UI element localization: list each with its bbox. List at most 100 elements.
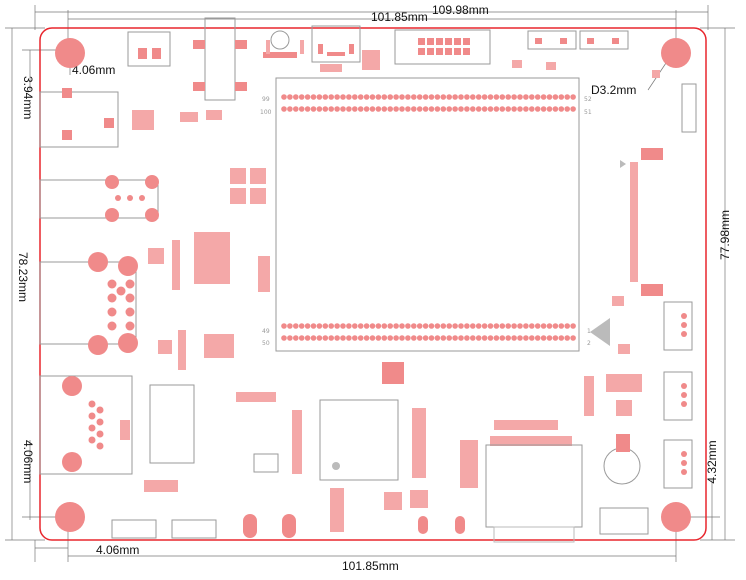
header-pin	[529, 106, 535, 112]
smd-component	[584, 376, 594, 416]
header-pin	[287, 323, 293, 329]
header-pin	[511, 94, 517, 100]
header-pin	[505, 323, 512, 329]
smd-component	[606, 374, 642, 392]
header-pin	[464, 335, 470, 341]
header-pin	[487, 323, 494, 329]
header-pin	[422, 335, 429, 341]
header-pin	[564, 323, 570, 329]
header-pin	[399, 335, 405, 341]
header-pin	[281, 323, 287, 329]
left-connectors	[39, 88, 159, 475]
header-pin	[428, 335, 435, 341]
smd-component	[120, 420, 130, 440]
header-pin	[346, 323, 352, 329]
header-pin	[346, 335, 352, 341]
header-pin	[322, 323, 329, 329]
smd-component	[132, 110, 154, 130]
smd-component	[412, 408, 426, 478]
header-pin	[287, 106, 293, 112]
header-pin	[340, 106, 346, 112]
header-pin	[540, 323, 547, 329]
header-pin	[340, 323, 346, 329]
header-pin	[440, 106, 447, 112]
header-pin	[304, 94, 311, 100]
header-pin	[481, 323, 488, 329]
mounting-hole-top-left	[55, 38, 85, 68]
header-pin	[381, 335, 388, 341]
smd-component	[384, 492, 402, 510]
header-pin	[298, 323, 305, 329]
header-pin	[298, 335, 305, 341]
header-pin	[363, 335, 370, 341]
header-pin	[470, 94, 476, 100]
header-pin	[369, 335, 376, 341]
header-pin	[411, 106, 417, 112]
header-pin	[511, 323, 517, 329]
header-pin	[304, 323, 311, 329]
header-pin	[381, 106, 388, 112]
dim-right-height: 77.98mm	[718, 210, 732, 260]
header-pin	[470, 106, 476, 112]
header-pin	[322, 94, 329, 100]
header-pin	[369, 94, 376, 100]
header-pin	[493, 94, 500, 100]
header-pin	[523, 94, 529, 100]
header-pin	[458, 323, 464, 329]
header-pin	[558, 335, 565, 341]
header-pin	[393, 335, 399, 341]
smd-component	[300, 40, 304, 54]
header-pin	[387, 106, 394, 112]
header-pin	[328, 335, 335, 341]
header-pin	[546, 94, 553, 100]
header-pin	[440, 323, 447, 329]
bottom-components	[111, 362, 649, 543]
header-pin	[452, 323, 458, 329]
header-pin	[558, 94, 565, 100]
header-pin	[310, 94, 317, 100]
header-pin	[304, 106, 311, 112]
header-pin	[517, 335, 523, 341]
smd-component	[194, 232, 230, 284]
header-pin	[523, 335, 529, 341]
header-pin	[422, 106, 429, 112]
header-pin	[446, 335, 453, 341]
header-pin	[428, 106, 435, 112]
header-pin	[517, 94, 523, 100]
header-pin	[293, 323, 299, 329]
header-pin	[363, 106, 370, 112]
header-pin	[540, 106, 547, 112]
header-pin	[422, 323, 429, 329]
header-pin	[334, 323, 340, 329]
header-pin	[334, 335, 340, 341]
header-pin	[564, 106, 570, 112]
dim-top-outer: 109.98mm	[432, 3, 489, 17]
header-label-99: 99	[262, 96, 270, 103]
smd-component	[490, 436, 572, 446]
header-pin	[564, 335, 570, 341]
header-pin	[416, 335, 423, 341]
header-pin	[428, 323, 435, 329]
header-pin	[405, 106, 411, 112]
header-pin	[381, 323, 388, 329]
smd-component	[230, 188, 246, 204]
header-pin	[546, 106, 553, 112]
smd-component	[616, 400, 632, 416]
header-pin	[570, 323, 576, 329]
header-pin	[357, 335, 364, 341]
header-pin	[529, 335, 535, 341]
header-pin	[416, 323, 423, 329]
dim-hole-top: 4.06mm	[72, 63, 115, 77]
header-pin	[440, 94, 447, 100]
header-pin	[458, 335, 464, 341]
header-pin	[523, 323, 529, 329]
header-pin	[428, 94, 435, 100]
header-pin	[493, 323, 500, 329]
header-pin	[287, 335, 293, 341]
header-pin	[481, 94, 488, 100]
header-bottom-pins	[281, 323, 576, 341]
header-pin	[375, 323, 382, 329]
header-pin	[316, 323, 323, 329]
header-pin	[363, 94, 370, 100]
header-pin	[375, 94, 382, 100]
